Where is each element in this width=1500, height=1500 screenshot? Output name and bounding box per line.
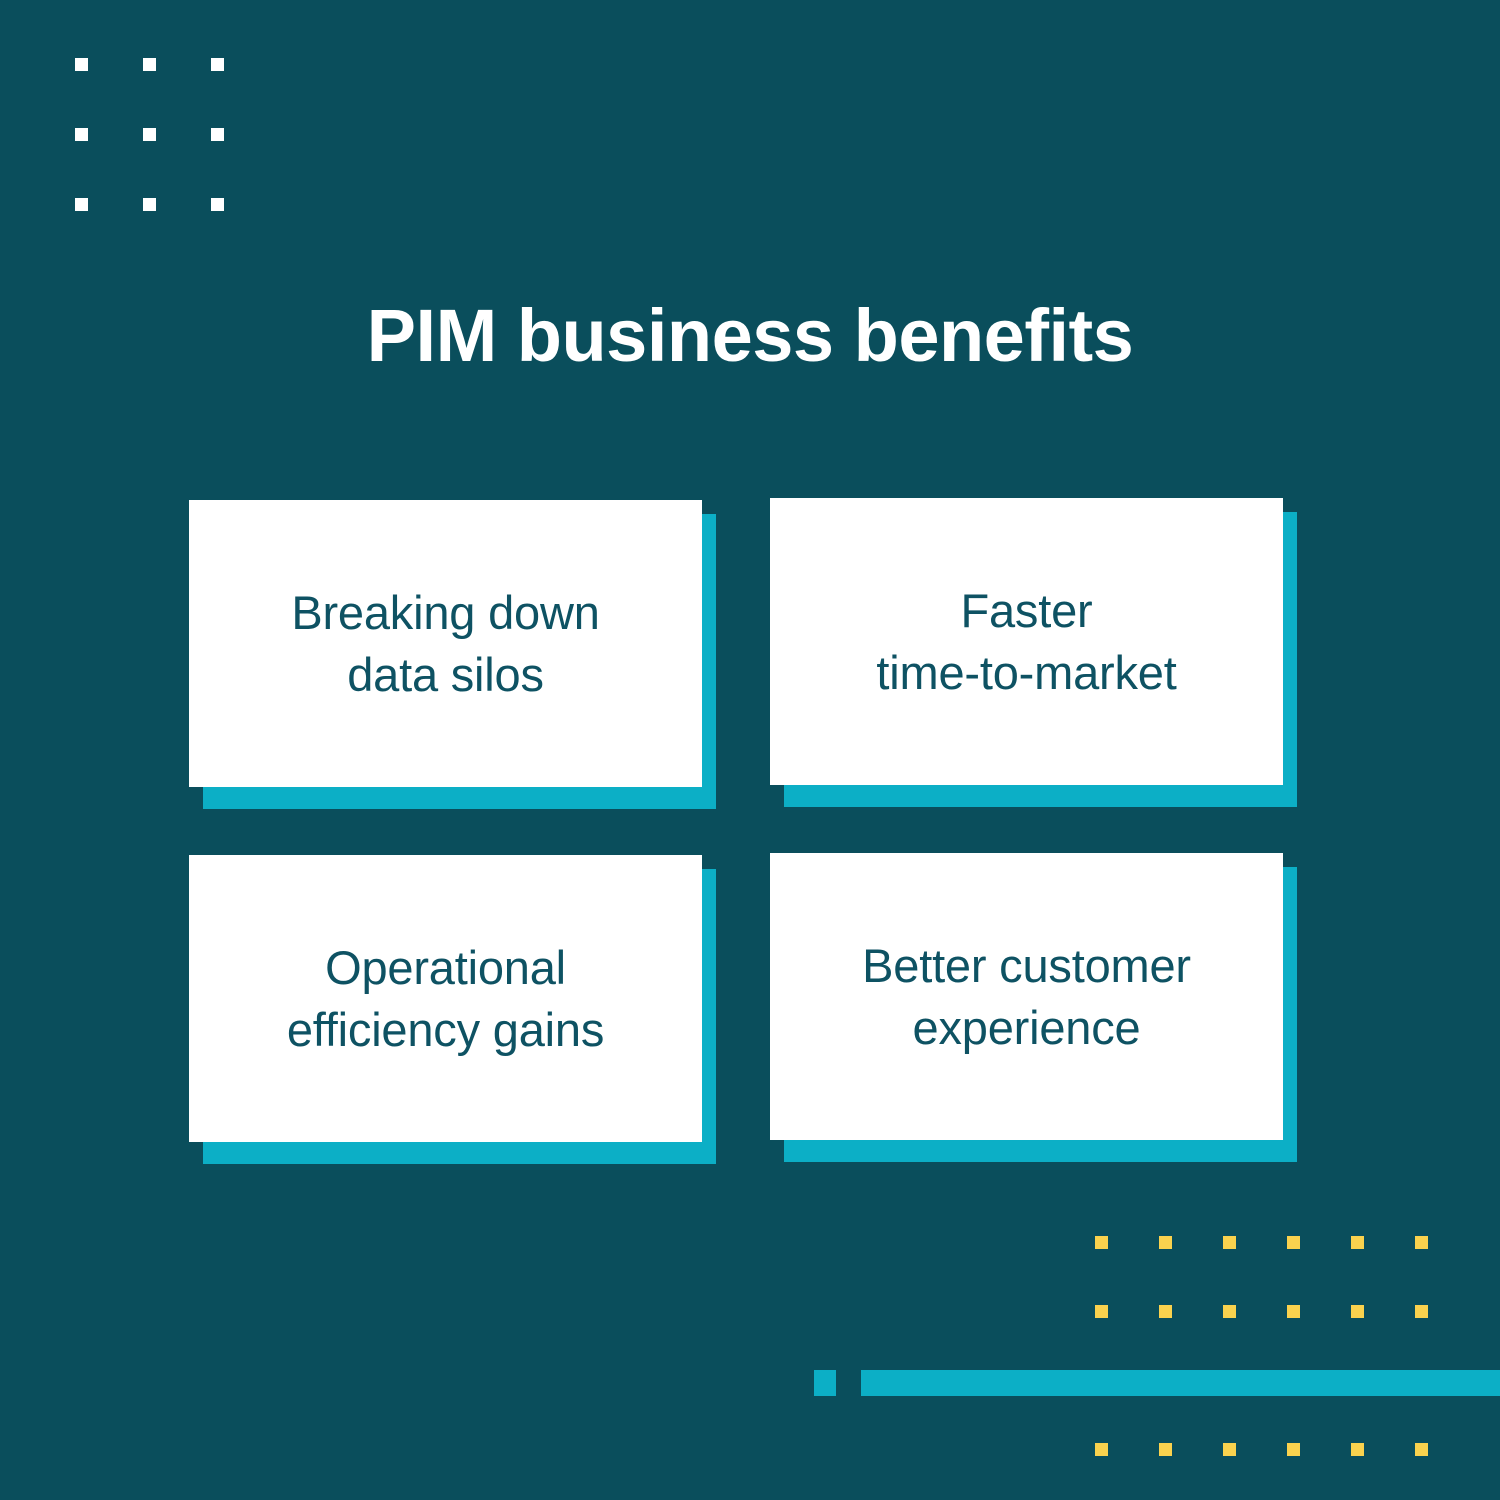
cyan-bar-square-icon <box>814 1370 836 1396</box>
white-dot-grid-dot <box>211 58 224 71</box>
white-dot-grid-dot <box>75 128 88 141</box>
yellow-dot-grid-upper-dot <box>1287 1305 1300 1318</box>
yellow-dot-grid-upper-dot <box>1415 1305 1428 1318</box>
benefit-card-4: Better customer experience <box>770 853 1297 1162</box>
card-text-4-line1: Better customer <box>862 939 1191 993</box>
yellow-dot-grid-upper-dot <box>1159 1236 1172 1249</box>
card-surface-2: Faster time-to-market <box>770 498 1283 785</box>
yellow-dot-grid-lower-dot <box>1415 1443 1428 1456</box>
yellow-dot-grid-upper-dot <box>1223 1305 1236 1318</box>
yellow-dot-grid-lower-dot <box>1351 1443 1364 1456</box>
card-text-3: Operational efficiency gains <box>287 937 604 1059</box>
yellow-dot-grid-lower-dot <box>1287 1443 1300 1456</box>
card-text-4: Better customer experience <box>862 935 1191 1057</box>
card-text-1: Breaking down data silos <box>291 582 600 704</box>
yellow-dot-grid-upper-dot <box>1095 1305 1108 1318</box>
card-surface-4: Better customer experience <box>770 853 1283 1140</box>
benefit-card-3: Operational efficiency gains <box>189 855 716 1164</box>
card-surface-3: Operational efficiency gains <box>189 855 702 1142</box>
card-text-3-line1: Operational <box>325 941 566 995</box>
cyan-bar-long-icon <box>861 1370 1500 1396</box>
white-dot-grid-dot <box>143 198 156 211</box>
card-text-4-line2: experience <box>912 1000 1141 1054</box>
benefit-card-1: Breaking down data silos <box>189 500 716 809</box>
page-title: PIM business benefits <box>366 294 1134 377</box>
yellow-dot-grid-upper-dot <box>1351 1305 1364 1318</box>
white-dot-grid-dot <box>143 128 156 141</box>
yellow-dot-grid-upper-dot <box>1095 1236 1108 1249</box>
yellow-dot-grid-upper-dot <box>1287 1236 1300 1249</box>
white-dot-grid-dot <box>211 128 224 141</box>
card-text-2: Faster time-to-market <box>876 580 1176 702</box>
card-text-3-line2: efficiency gains <box>286 1002 605 1056</box>
white-dot-grid-dot <box>75 58 88 71</box>
yellow-dot-grid-upper-dot <box>1415 1236 1428 1249</box>
yellow-dot-grid-lower-dot <box>1159 1443 1172 1456</box>
yellow-dot-grid-upper-dot <box>1351 1236 1364 1249</box>
white-dot-grid-dot <box>75 198 88 211</box>
white-dot-grid-dot <box>143 58 156 71</box>
yellow-dot-grid-lower-dot <box>1095 1443 1108 1456</box>
card-text-1-line1: Breaking down <box>291 586 600 640</box>
white-dot-grid-dot <box>211 198 224 211</box>
card-text-2-line2: time-to-market <box>876 645 1177 699</box>
yellow-dot-grid-upper-dot <box>1223 1236 1236 1249</box>
benefit-card-2: Faster time-to-market <box>770 498 1297 807</box>
card-text-1-line2: data silos <box>347 647 544 701</box>
card-surface-1: Breaking down data silos <box>189 500 702 787</box>
yellow-dot-grid-upper-dot <box>1159 1305 1172 1318</box>
card-text-2-line1: Faster <box>960 584 1093 638</box>
yellow-dot-grid-lower-dot <box>1223 1443 1236 1456</box>
